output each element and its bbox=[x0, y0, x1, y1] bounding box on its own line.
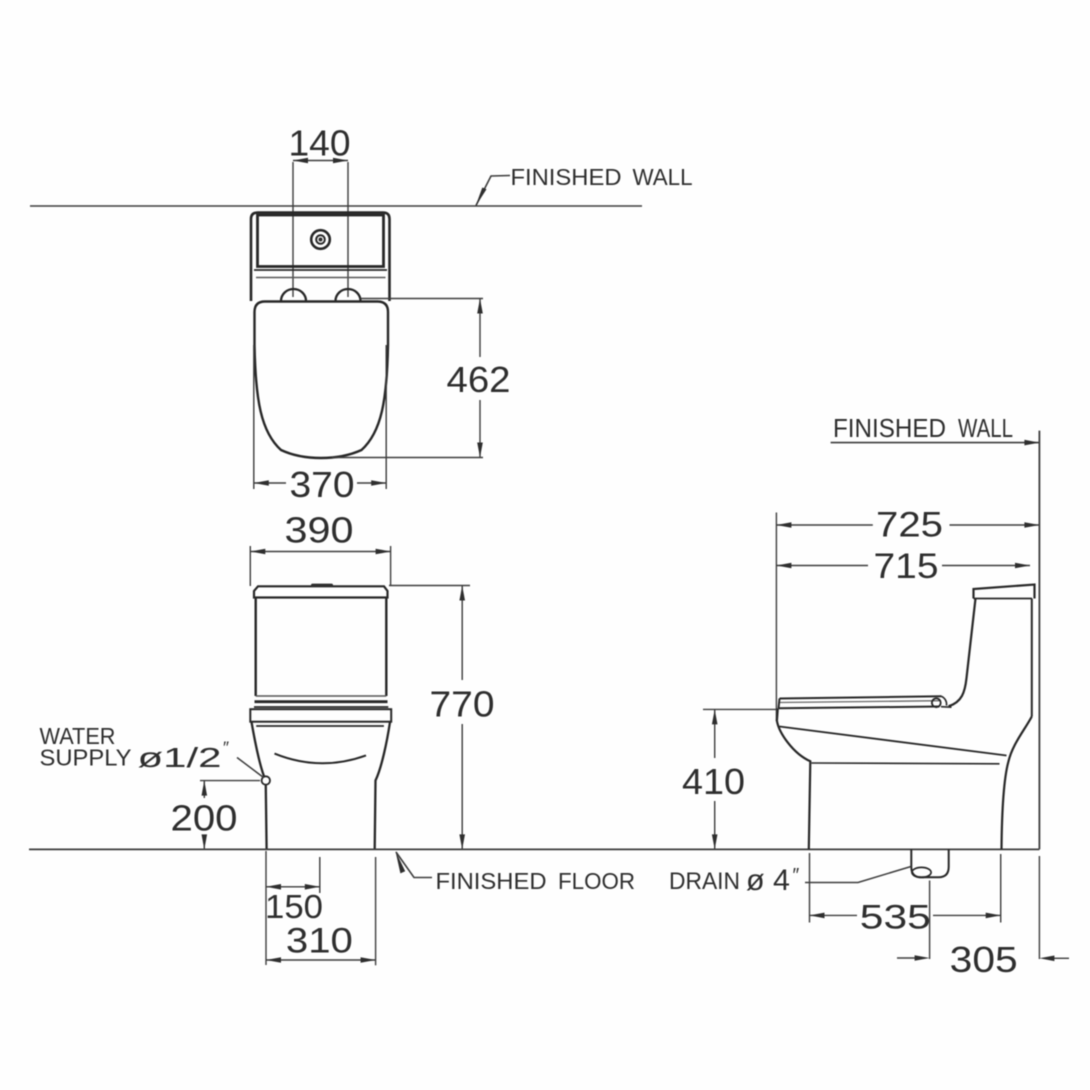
svg-text:370: 370 bbox=[290, 464, 355, 505]
svg-text:WALL: WALL bbox=[633, 164, 693, 190]
svg-text:310: 310 bbox=[286, 922, 353, 961]
svg-text:DRAIN: DRAIN bbox=[669, 868, 740, 895]
svg-text:″: ″ bbox=[223, 738, 229, 757]
svg-text:FINISHED: FINISHED bbox=[511, 164, 622, 190]
svg-text:715: 715 bbox=[874, 547, 939, 586]
svg-text:462: 462 bbox=[447, 359, 511, 400]
svg-text:305: 305 bbox=[950, 939, 1018, 980]
svg-text:140: 140 bbox=[289, 123, 351, 164]
svg-text:535: 535 bbox=[860, 899, 931, 937]
svg-text:FINISHED: FINISHED bbox=[833, 413, 946, 443]
svg-text:390: 390 bbox=[285, 510, 354, 551]
svg-text:150: 150 bbox=[265, 888, 323, 925]
svg-text:200: 200 bbox=[171, 798, 238, 839]
svg-text:410: 410 bbox=[682, 761, 745, 802]
svg-text:ø 4: ø 4 bbox=[746, 864, 790, 897]
svg-text:ø1/2: ø1/2 bbox=[138, 742, 222, 773]
svg-text:725: 725 bbox=[876, 506, 943, 545]
svg-text:″: ″ bbox=[793, 866, 800, 887]
svg-text:FINISHED: FINISHED bbox=[436, 868, 547, 894]
svg-text:WATER: WATER bbox=[40, 723, 116, 749]
svg-text:WALL: WALL bbox=[958, 413, 1013, 443]
svg-text:FLOOR: FLOOR bbox=[558, 868, 635, 894]
svg-text:SUPPLY: SUPPLY bbox=[40, 745, 132, 771]
svg-text:770: 770 bbox=[430, 684, 495, 725]
